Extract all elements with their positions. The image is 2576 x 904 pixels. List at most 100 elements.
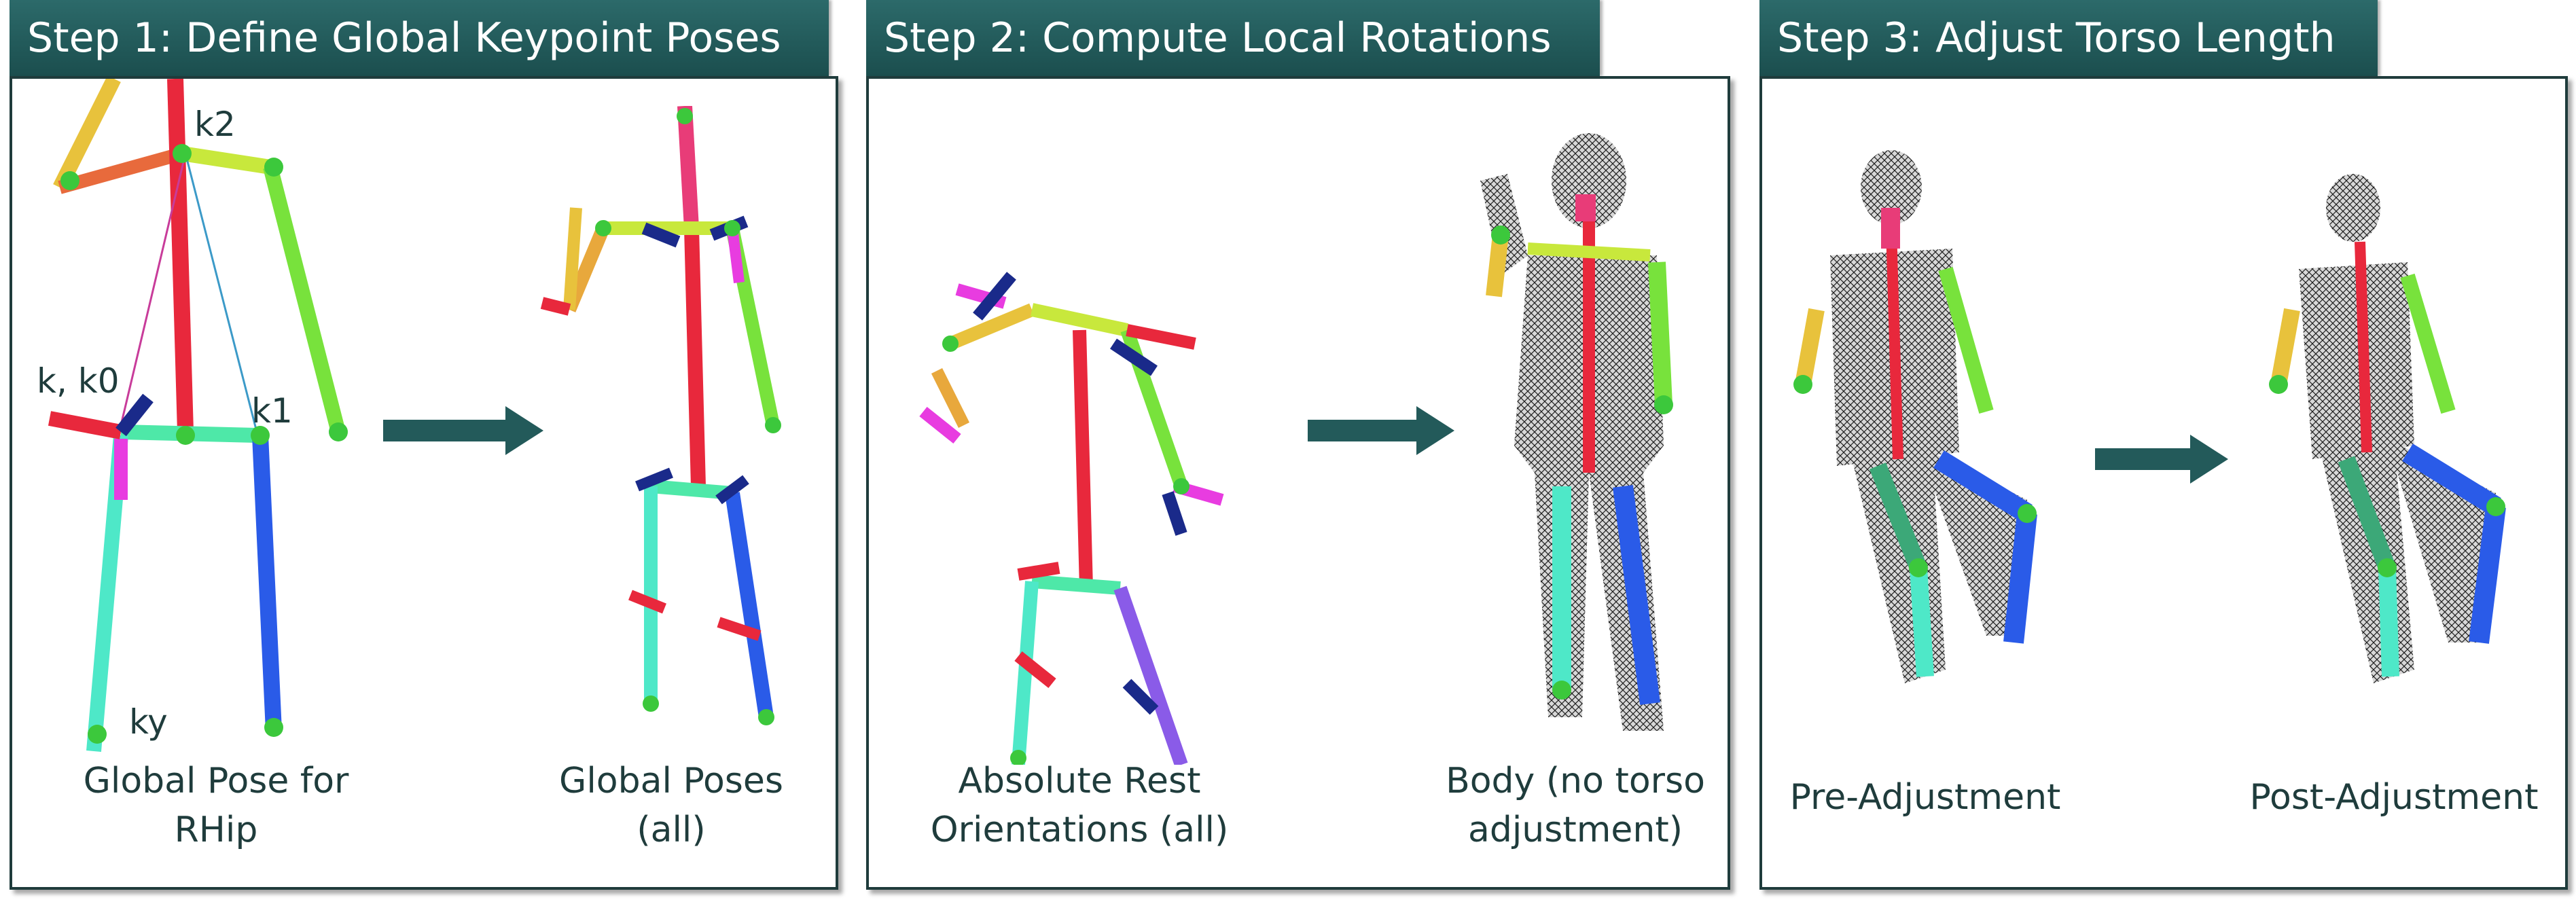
step2-tab: Step 2: Compute Local Rotations (866, 0, 1600, 76)
pre-adjustment-body-figure (1793, 150, 2037, 683)
head-mesh (1861, 150, 1922, 225)
caption-post-adjustment: Post-Adjustment (2249, 777, 2539, 818)
step3-panel: Pre-Adjustment Post-Adjustment (1759, 76, 2568, 890)
bone (1113, 585, 1188, 765)
joint (758, 709, 774, 725)
bone (252, 435, 282, 731)
bone (58, 147, 184, 194)
bone (1030, 303, 1129, 337)
bone (2402, 444, 2501, 516)
axis (628, 590, 666, 614)
axis (1014, 651, 1056, 689)
bone (563, 207, 582, 310)
joint (176, 426, 195, 445)
bone (2400, 273, 2456, 414)
bone (2469, 505, 2506, 644)
axis (1126, 324, 1196, 350)
axis (973, 272, 1016, 321)
bone (167, 79, 194, 433)
bone (1031, 575, 1121, 595)
keypoint-label-k2: k2 (194, 105, 236, 144)
joint (173, 144, 192, 163)
joint (942, 336, 959, 352)
joint (88, 725, 107, 744)
joint (1491, 225, 1510, 245)
bone (1933, 450, 2033, 522)
step2-panel: Absolute Rest Orientations (all) Body (n… (866, 76, 1730, 890)
joint (2269, 375, 2288, 394)
head-mesh (1552, 133, 1626, 228)
joint (60, 171, 79, 190)
joint (1909, 558, 1928, 577)
bone (677, 106, 699, 229)
bone (2003, 512, 2037, 644)
bone (1073, 329, 1093, 589)
joint (264, 158, 283, 177)
bone (1527, 242, 1651, 261)
axis (1110, 338, 1158, 376)
bone (120, 153, 187, 426)
step1-panel: k2 k, k0 k1 ky Global Pose for RHip Glob… (10, 76, 838, 890)
bone (2378, 567, 2399, 677)
joint (765, 417, 781, 433)
caption-body-no-torso: Body (no torso adjustment) (1446, 761, 1705, 850)
right-arrow-icon (383, 406, 543, 455)
bone (2338, 456, 2396, 571)
joint (677, 108, 693, 124)
bone (1613, 485, 1660, 705)
joint (2378, 558, 2397, 577)
caption-pre-adjustment: Pre-Adjustment (1789, 777, 2061, 818)
bone (181, 146, 272, 175)
keypoint-label-ky: ky (129, 702, 168, 742)
caption-global-poses-all: Global Poses (all) (559, 761, 783, 850)
bone (2355, 241, 2372, 453)
bone (948, 303, 1035, 350)
caption-global-pose-rhip: Global Pose for RHip (83, 761, 349, 850)
axis (727, 228, 745, 283)
axis (715, 475, 749, 505)
joint (251, 426, 270, 445)
neck-bone (1575, 194, 1596, 221)
axis (919, 406, 961, 444)
global-poses-skeleton-figure (540, 106, 781, 725)
joint (724, 220, 740, 236)
right-arrow-icon (2095, 435, 2228, 484)
axis (717, 617, 762, 641)
bone (684, 228, 706, 487)
joint (1793, 375, 1812, 394)
raised-arm-mesh (1480, 174, 1528, 276)
joint (643, 695, 659, 712)
joint (1173, 478, 1189, 494)
step2-title: Step 2: Compute Local Rotations (884, 14, 1552, 62)
joint (2486, 497, 2505, 516)
body-mesh-figure (1480, 133, 1673, 731)
joint (1552, 681, 1571, 700)
caption-absolute-rest: Absolute Rest Orientations (all) (930, 761, 1229, 850)
step3-tab: Step 3: Adjust Torso Length (1759, 0, 2378, 76)
step3-title: Step 3: Adjust Torso Length (1777, 14, 2336, 62)
neck-bone (1881, 208, 1900, 249)
bone (725, 492, 774, 719)
bone (1486, 234, 1509, 297)
bone (1795, 308, 1825, 386)
axis (115, 393, 154, 437)
right-arrow-icon (1308, 406, 1454, 455)
post-adjustment-body-figure (2269, 174, 2506, 683)
axis (1162, 491, 1187, 536)
joint (2018, 504, 2037, 523)
rest-orientations-skeleton-figure (919, 272, 1224, 765)
torso-mesh (2299, 262, 2414, 459)
bone (53, 79, 121, 191)
axis (1122, 679, 1159, 715)
step1-tab: Step 1: Define Global Keypoint Poses (10, 0, 829, 76)
axis (641, 222, 681, 248)
rhip-skeleton-figure (48, 79, 348, 752)
keypoint-label-k-k0: k, k0 (37, 361, 120, 401)
bone (1910, 567, 1934, 677)
keypoint-label-k1: k1 (251, 391, 293, 431)
step1-title: Step 1: Define Global Keypoint Poses (27, 14, 781, 62)
bone (263, 165, 346, 434)
bone (1869, 463, 1927, 571)
axis (635, 467, 673, 492)
axis (540, 297, 571, 316)
